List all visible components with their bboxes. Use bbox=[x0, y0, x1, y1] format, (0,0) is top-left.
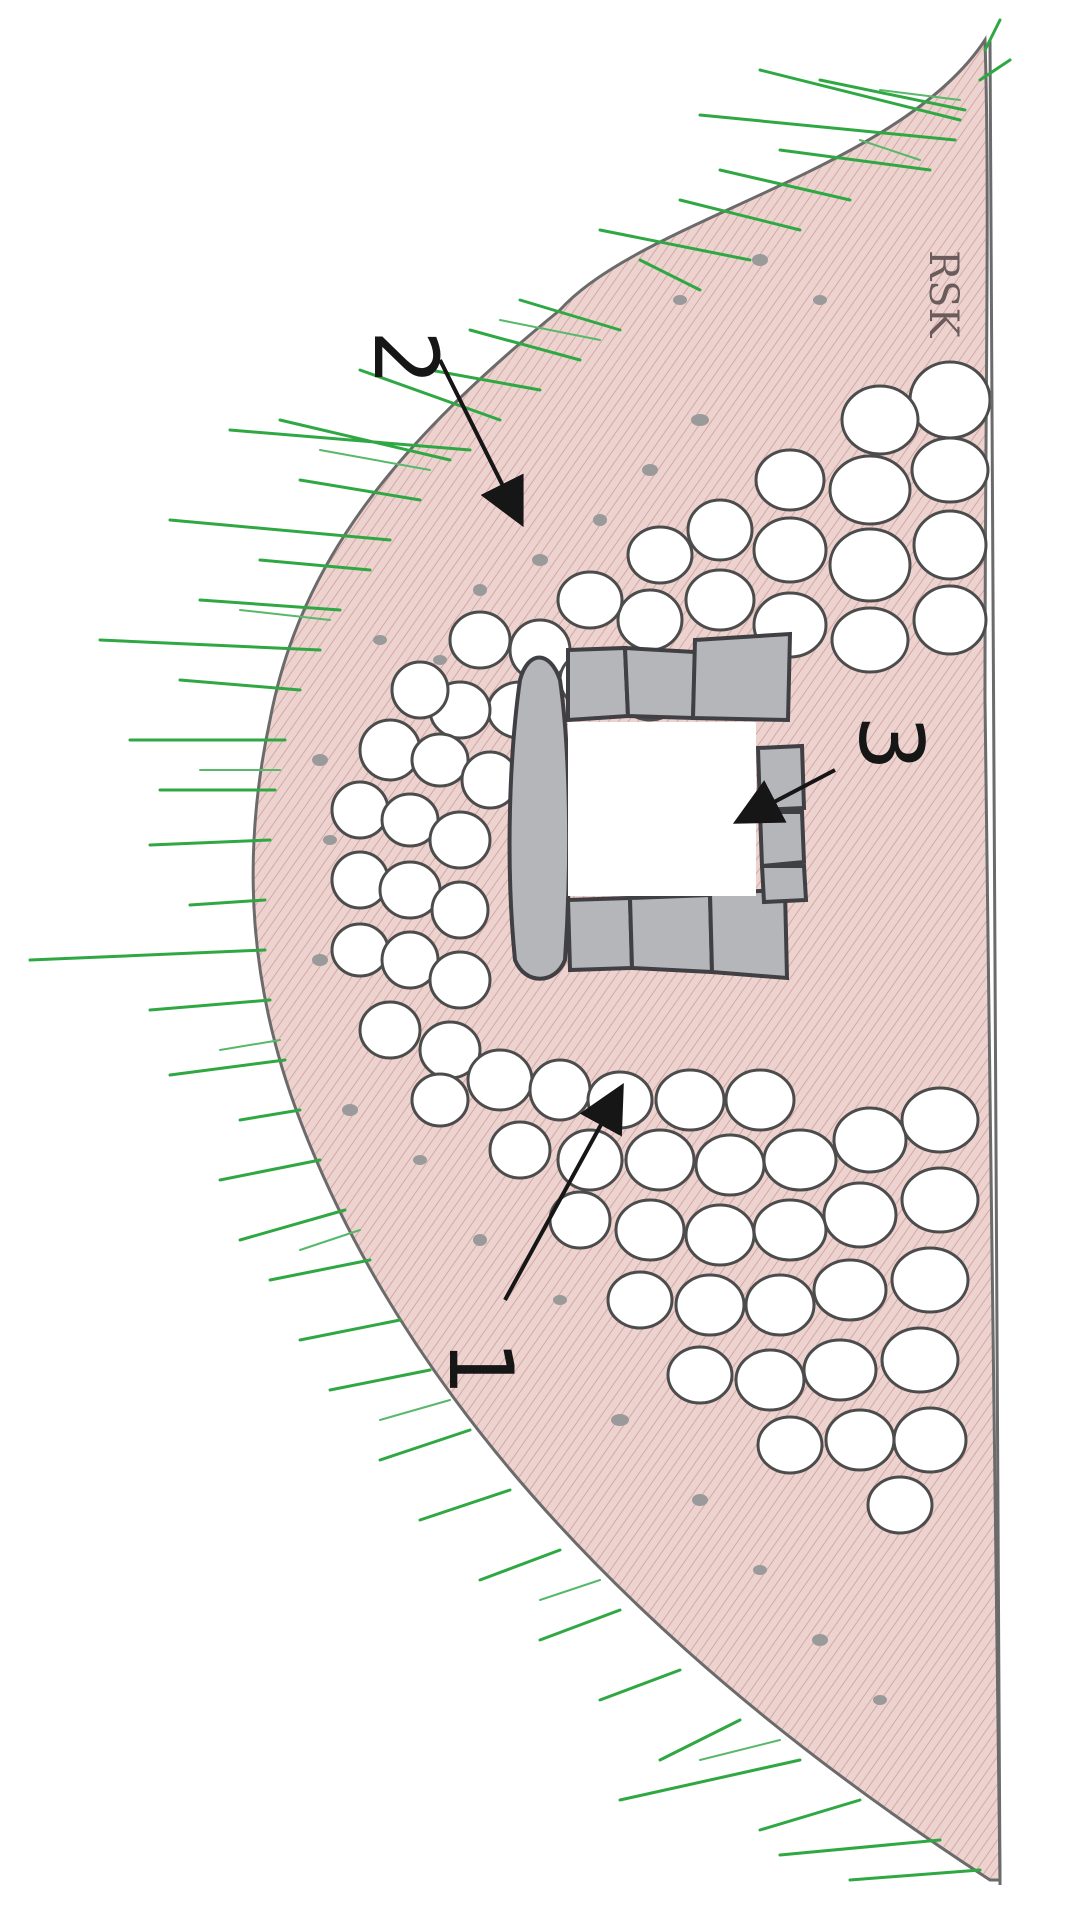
artist-signature: RSK bbox=[920, 250, 966, 339]
cap-stone bbox=[510, 658, 570, 979]
chamber-void bbox=[568, 722, 756, 896]
label-2: 2 bbox=[354, 330, 457, 386]
label-1: 1 bbox=[429, 1340, 532, 1396]
burial-chamber bbox=[510, 634, 806, 979]
label-3: 3 bbox=[839, 715, 942, 771]
